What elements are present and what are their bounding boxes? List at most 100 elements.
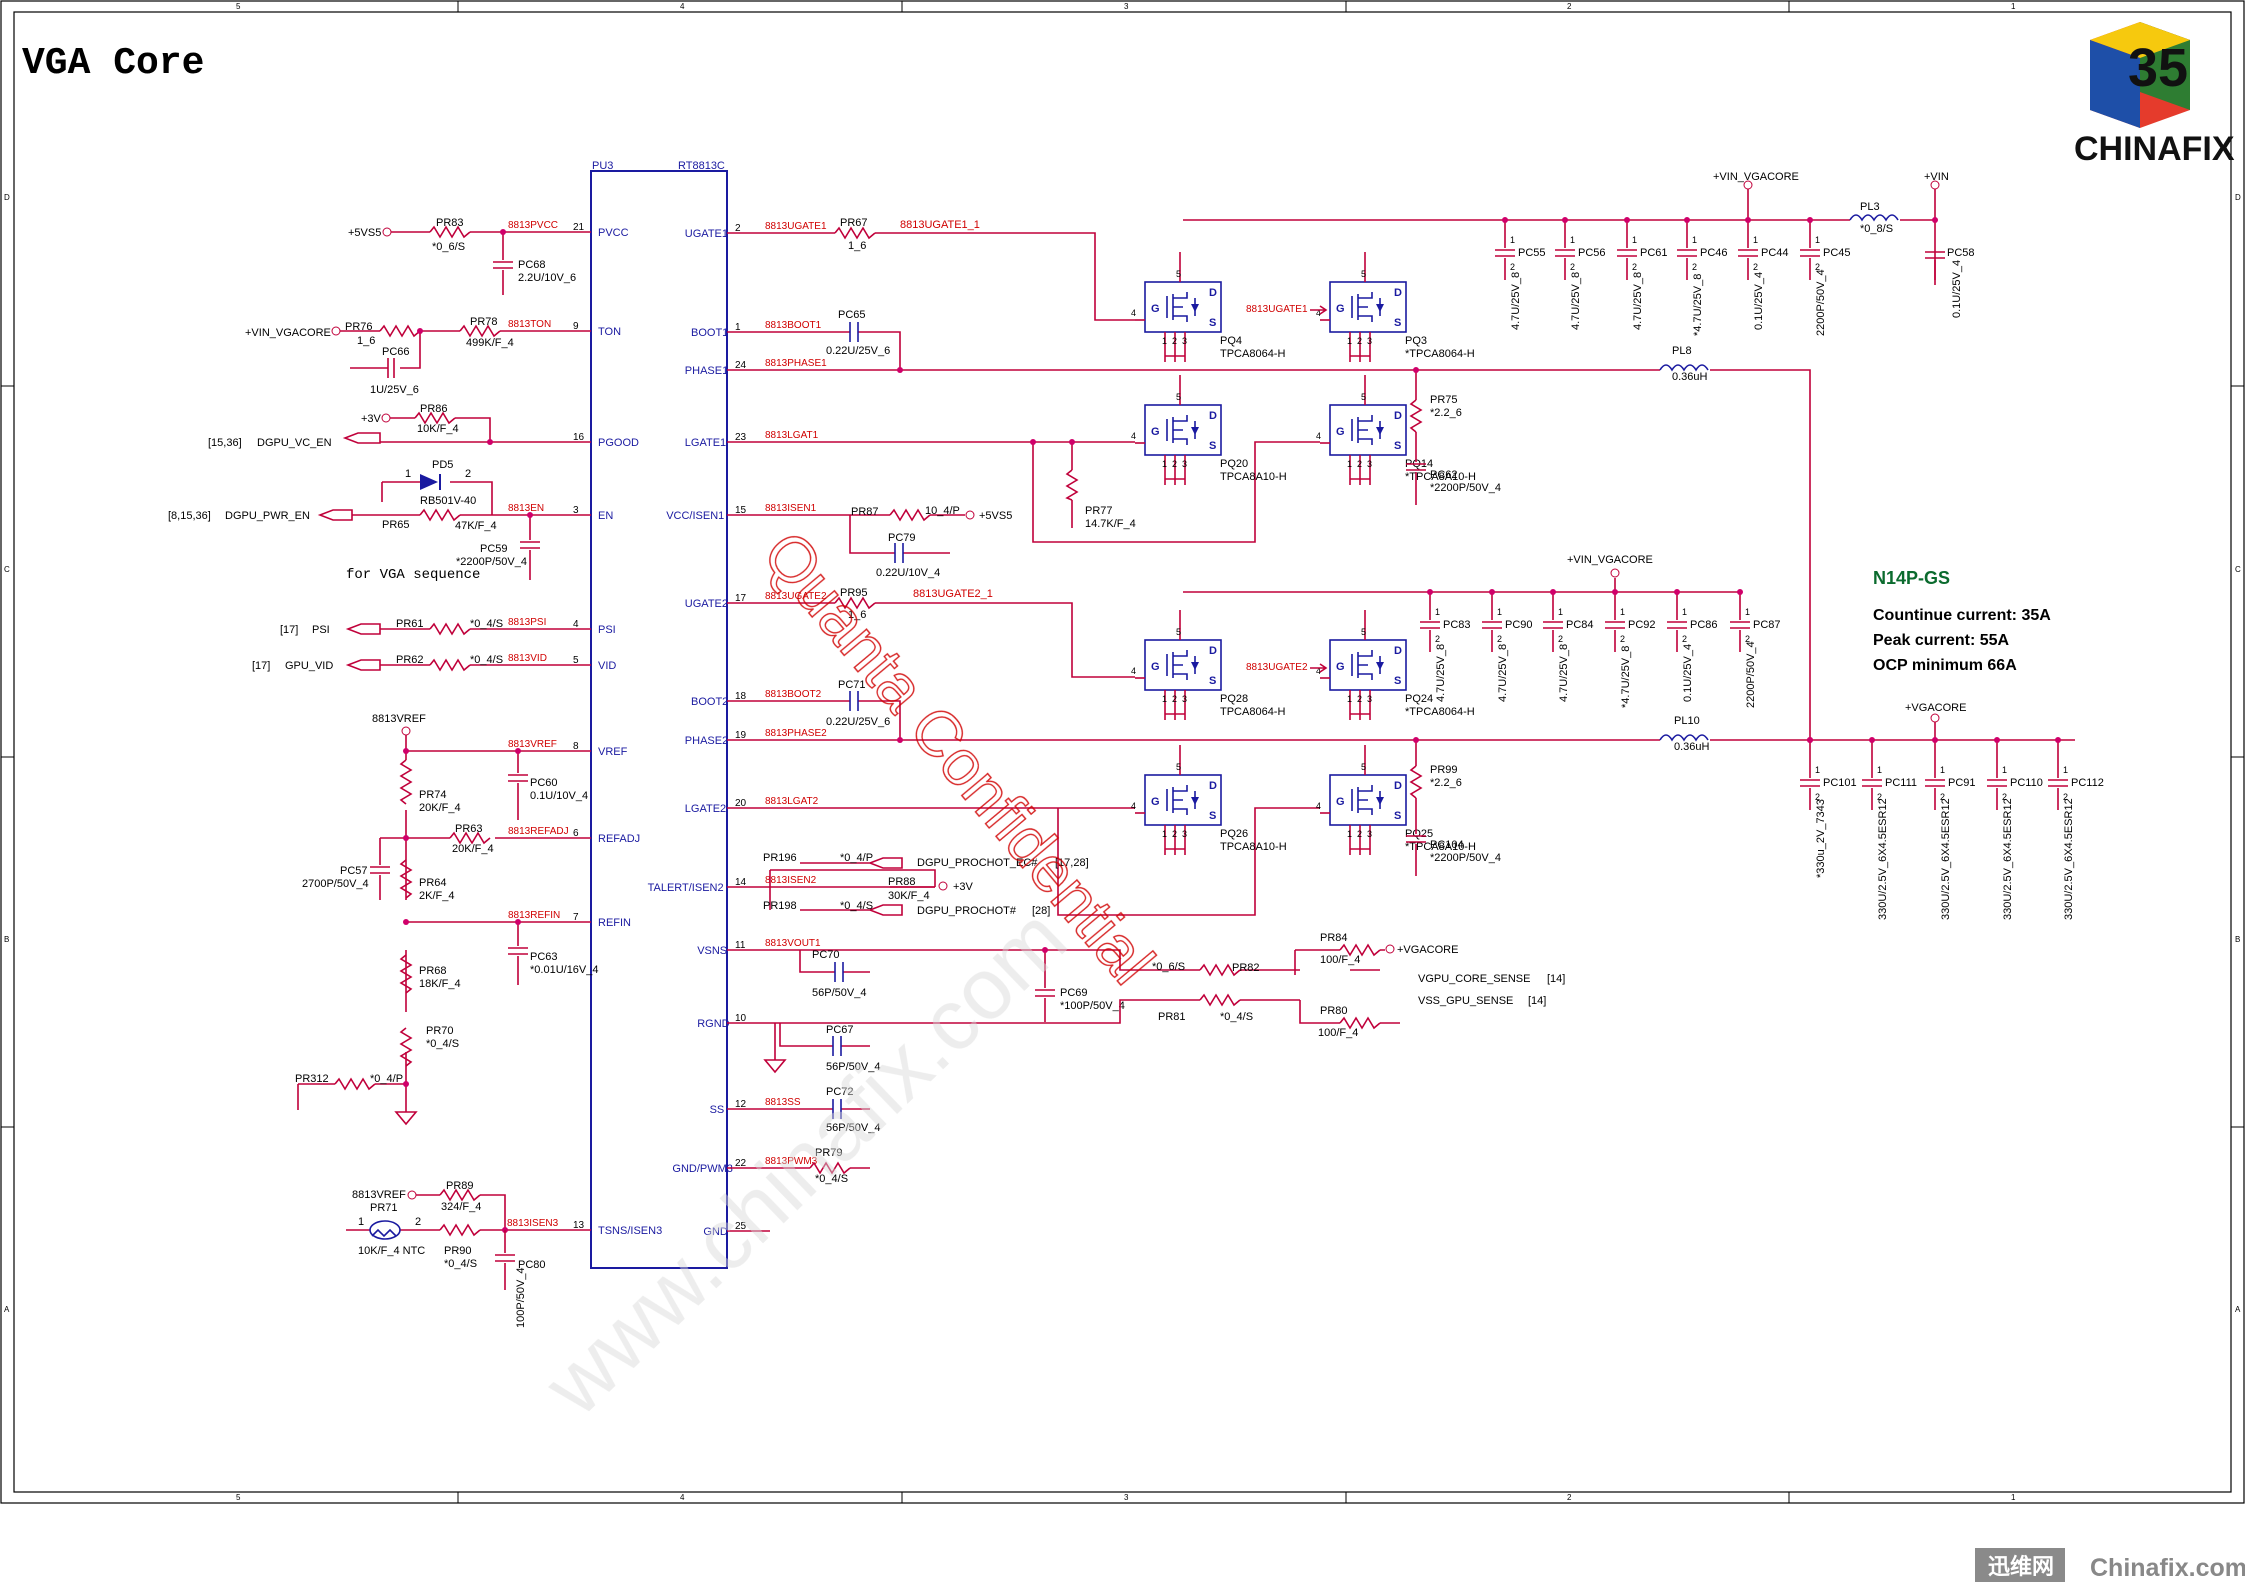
label-pr63-value: 20K/F_4 — [452, 843, 494, 855]
label-prochot-ec-ref: [17,28] — [1055, 857, 1089, 869]
mosfet-pin-number: 4 — [1316, 431, 1321, 441]
ic-right-pin-net: 8813UGATE1 — [765, 221, 827, 232]
ic-left-pin-name: EN — [598, 510, 613, 522]
ic-left-pin-number: 21 — [573, 222, 585, 233]
ic-left-pin-name: VREF — [598, 746, 628, 758]
ic-left-pin-net: 8813PSI — [508, 617, 546, 628]
mosfet-symbol — [1166, 785, 1188, 815]
ic-left-pin-name: REFADJ — [598, 833, 640, 845]
label-psi: PSI — [312, 624, 330, 636]
capacitor-ref: PC112 — [2071, 777, 2104, 789]
label-pr75-value: *2.2_6 — [1430, 407, 1462, 419]
sheet-frame — [0, 0, 2245, 1504]
ic-right-pin-name: GND/PWM3 — [672, 1163, 733, 1175]
label-pl8-value: 0.36uH — [1672, 371, 1708, 383]
label-pr312-value: *0_4/P — [370, 1073, 403, 1085]
label-pr74-value: 20K/F_4 — [419, 802, 461, 814]
label-pr87-value: 10_4/P — [925, 505, 960, 517]
label-pr67: PR67 — [840, 217, 868, 229]
capacitor-symbol — [1800, 220, 1820, 280]
ic-right-pin-number: 2 — [735, 223, 741, 234]
label-pc69: PC69 — [1060, 987, 1088, 999]
label-pr79: PR79 — [815, 1147, 843, 1159]
mosfet-pin-g: G — [1336, 796, 1345, 808]
label-pr64-value: 2K/F_4 — [419, 890, 454, 902]
capacitor-pin-number: 2 — [1570, 262, 1575, 272]
label-pr61-value: *0_4/S — [470, 618, 503, 630]
label-pr62: PR62 — [396, 654, 424, 666]
capacitor-value: 4.7U/25V_8 — [1558, 644, 1570, 702]
ic-left-pin-name: VID — [598, 660, 616, 672]
mosfet-body — [1329, 774, 1407, 826]
capacitor-pin-number: 2 — [1632, 262, 1637, 272]
mosfet-pin-number: 1 — [1162, 694, 1167, 704]
mosfet-ref: PQ26 — [1220, 828, 1248, 840]
ic-left-pin-number: 5 — [573, 655, 579, 666]
capacitor-ref: PC55 — [1518, 247, 1546, 259]
mosfet-pin-number: 2 — [1172, 336, 1177, 346]
mosfet-pin-number: 2 — [1357, 459, 1362, 469]
junction-dot — [1737, 589, 1743, 595]
ic-right-pin-net: 8813ISEN1 — [765, 503, 817, 514]
mosfet-symbol — [1166, 650, 1188, 680]
label-vin: +VIN — [1924, 171, 1949, 183]
capacitor-symbol — [1555, 220, 1575, 280]
mosfet-pin-number: 4 — [1131, 666, 1136, 676]
mosfet-gate-arrow — [1310, 305, 1328, 315]
label-pc70-value: 56P/50V_4 — [812, 987, 866, 999]
capacitor-pin-number: 2 — [2002, 792, 2007, 802]
logo-number: 35 — [2128, 38, 2188, 98]
label-pc104-value: *2200P/50V_4 — [1430, 852, 1501, 864]
label-pr198: PR198 — [763, 900, 797, 912]
label-pc68: PC68 — [518, 259, 546, 271]
capacitor-pin-number: 2 — [1620, 634, 1625, 644]
ic-left-pin-net: 8813REFADJ — [508, 826, 569, 837]
capacitor-value: 2200P/50V_4 — [1745, 641, 1757, 708]
label-pl3: PL3 — [1860, 201, 1880, 213]
label-8813vref-2: 8813VREF — [352, 1189, 406, 1201]
label-pr80: PR80 — [1320, 1005, 1348, 1017]
label-pr84-value: 100/F_4 — [1320, 954, 1360, 966]
label-vin-vgacore-rail-2: +VIN_VGACORE — [1567, 554, 1653, 566]
mosfet-value: TPCA8A10-H — [1220, 471, 1287, 483]
junction-dot — [1612, 589, 1618, 595]
label-pr76-value: 1_6 — [357, 335, 375, 347]
label-pc71-value: 0.22U/25V_6 — [826, 716, 890, 728]
label-pr62-value: *0_4/S — [470, 654, 503, 666]
label-pr70-value: *0_4/S — [426, 1038, 459, 1050]
ic-right-pin-number: 12 — [735, 1099, 747, 1110]
ic-right-pin-number: 20 — [735, 798, 747, 809]
label-pr196-value: *0_4/P — [840, 852, 873, 864]
label-prochot-ec: DGPU_PROCHOT_EC# — [917, 857, 1038, 869]
capacitor-pin-number: 1 — [1877, 765, 1882, 775]
capacitor-value: *330u_2V_7343 — [1815, 799, 1827, 878]
capacitor-pin-number: 2 — [1815, 262, 1820, 272]
frame-col-label: 5 — [236, 2, 241, 11]
label-pc60: PC60 — [530, 777, 558, 789]
label-pc79-value: 0.22U/10V_4 — [876, 567, 940, 579]
label-pr76: PR76 — [345, 321, 373, 333]
label-pc104: PC104 — [1430, 839, 1464, 851]
mosfet-pin-number: 1 — [1347, 336, 1352, 346]
capacitor-ref: PC56 — [1578, 247, 1606, 259]
label-pr68-value: 18K/F_4 — [419, 978, 461, 990]
label-5vs5-right: +5VS5 — [979, 510, 1012, 522]
capacitor-pin-number: 1 — [1815, 235, 1820, 245]
ic-left-pin-number: 6 — [573, 828, 579, 839]
label-pc66-value: 1U/25V_6 — [370, 384, 419, 396]
ic-right-pin-number: 14 — [735, 877, 747, 888]
capacitor-pin-number: 2 — [1940, 792, 1945, 802]
ic-left-pin-net: 8813PVCC — [508, 220, 558, 231]
ic-left-pin-number: 7 — [573, 912, 579, 923]
mosfet-body — [1329, 281, 1407, 333]
ic-right-pin-net: 8813LGAT1 — [765, 430, 819, 441]
label-pc65: PC65 — [838, 309, 866, 321]
junction-dot — [1502, 217, 1508, 223]
mosfet-pin-number: 5 — [1361, 762, 1366, 772]
ic-right-pin-number: 25 — [735, 1221, 747, 1232]
capacitor-pin-number: 1 — [1682, 607, 1687, 617]
